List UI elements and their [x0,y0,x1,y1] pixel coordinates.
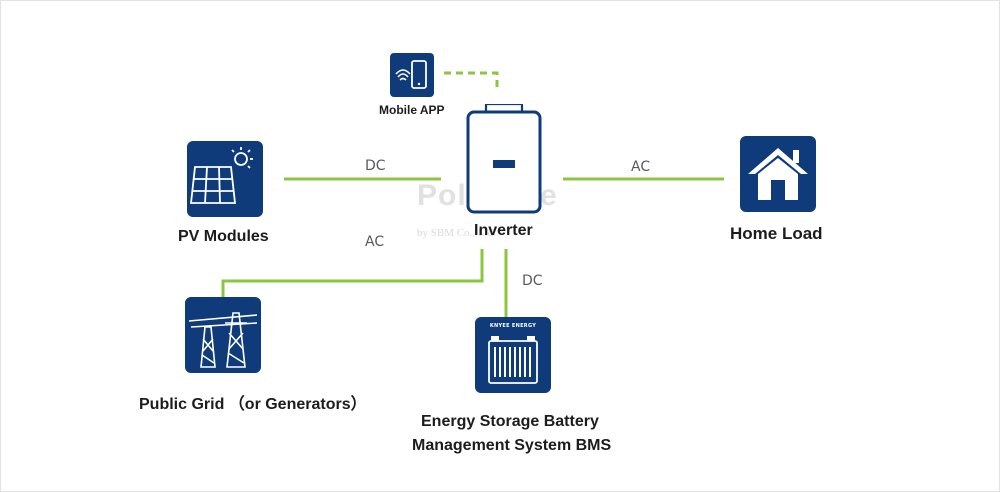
mobile-app-label: Mobile APP [379,103,445,117]
pv-modules-label: PV Modules [178,228,269,245]
inverter-home-type-label: AC [631,159,651,175]
public-grid-label: Public Grid （or Generators） [139,396,367,413]
solar-panel-icon [189,147,253,204]
grid-inverter-line [221,249,484,301]
inverter-node [466,102,542,214]
pv-modules-node [187,141,263,217]
battery-node: KNYEE ENERGY [475,317,551,393]
home-load-node [740,136,816,212]
watermark-tagline: by SBM Co., Ltd. [417,227,496,239]
mobile-app-node [390,53,434,97]
battery-icon [488,336,538,384]
power-tower-icon [188,312,258,368]
battery-brand-text: KNYEE ENERGY [489,323,537,329]
battery-label-line1: Energy Storage Battery [421,413,599,430]
grid-inverter-type-label: AC [365,234,385,250]
inverter-icon [466,102,542,214]
inverter-battery-type-label: DC [522,273,543,289]
house-icon [748,148,808,200]
wireless-link [444,71,499,89]
pv-inverter-type-label: DC [365,158,386,174]
smartphone-wifi-icon [395,60,427,89]
public-grid-node [185,297,261,373]
inverter-label: Inverter [474,222,533,239]
home-load-label: Home Load [730,224,823,243]
battery-label-line2: Management System BMS [412,437,612,454]
